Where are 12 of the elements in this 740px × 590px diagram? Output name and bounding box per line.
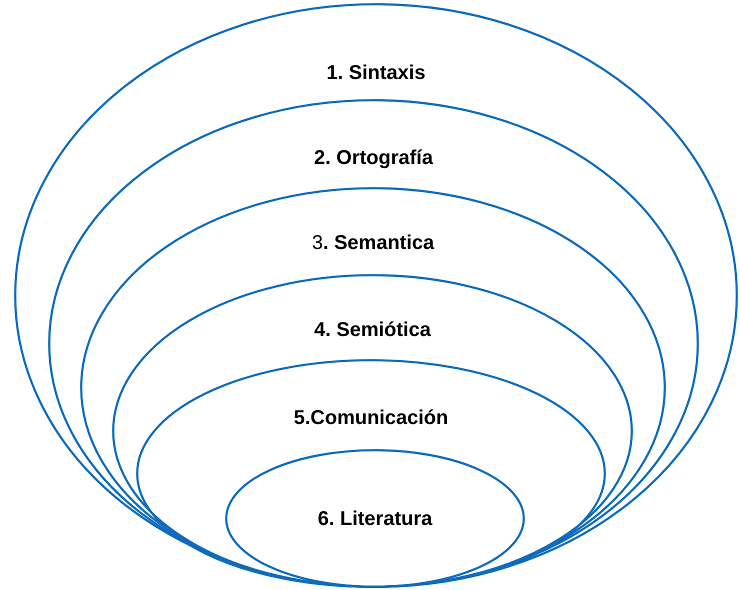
level-label: 6. Literatura [318, 508, 432, 530]
level-label: 3. Semantica [312, 232, 434, 254]
ellipse [136, 359, 606, 588]
level-label: 1. Sintaxis [326, 62, 426, 84]
level-label: 4. Semiótica [314, 319, 431, 341]
ellipse [80, 187, 666, 588]
ellipse [112, 274, 633, 588]
level-label: 5.Comunicación [294, 407, 448, 429]
level-label: 2. Ortografía [314, 147, 433, 169]
ellipse [48, 99, 699, 588]
ellipse [14, 3, 738, 588]
ellipse [225, 449, 525, 588]
